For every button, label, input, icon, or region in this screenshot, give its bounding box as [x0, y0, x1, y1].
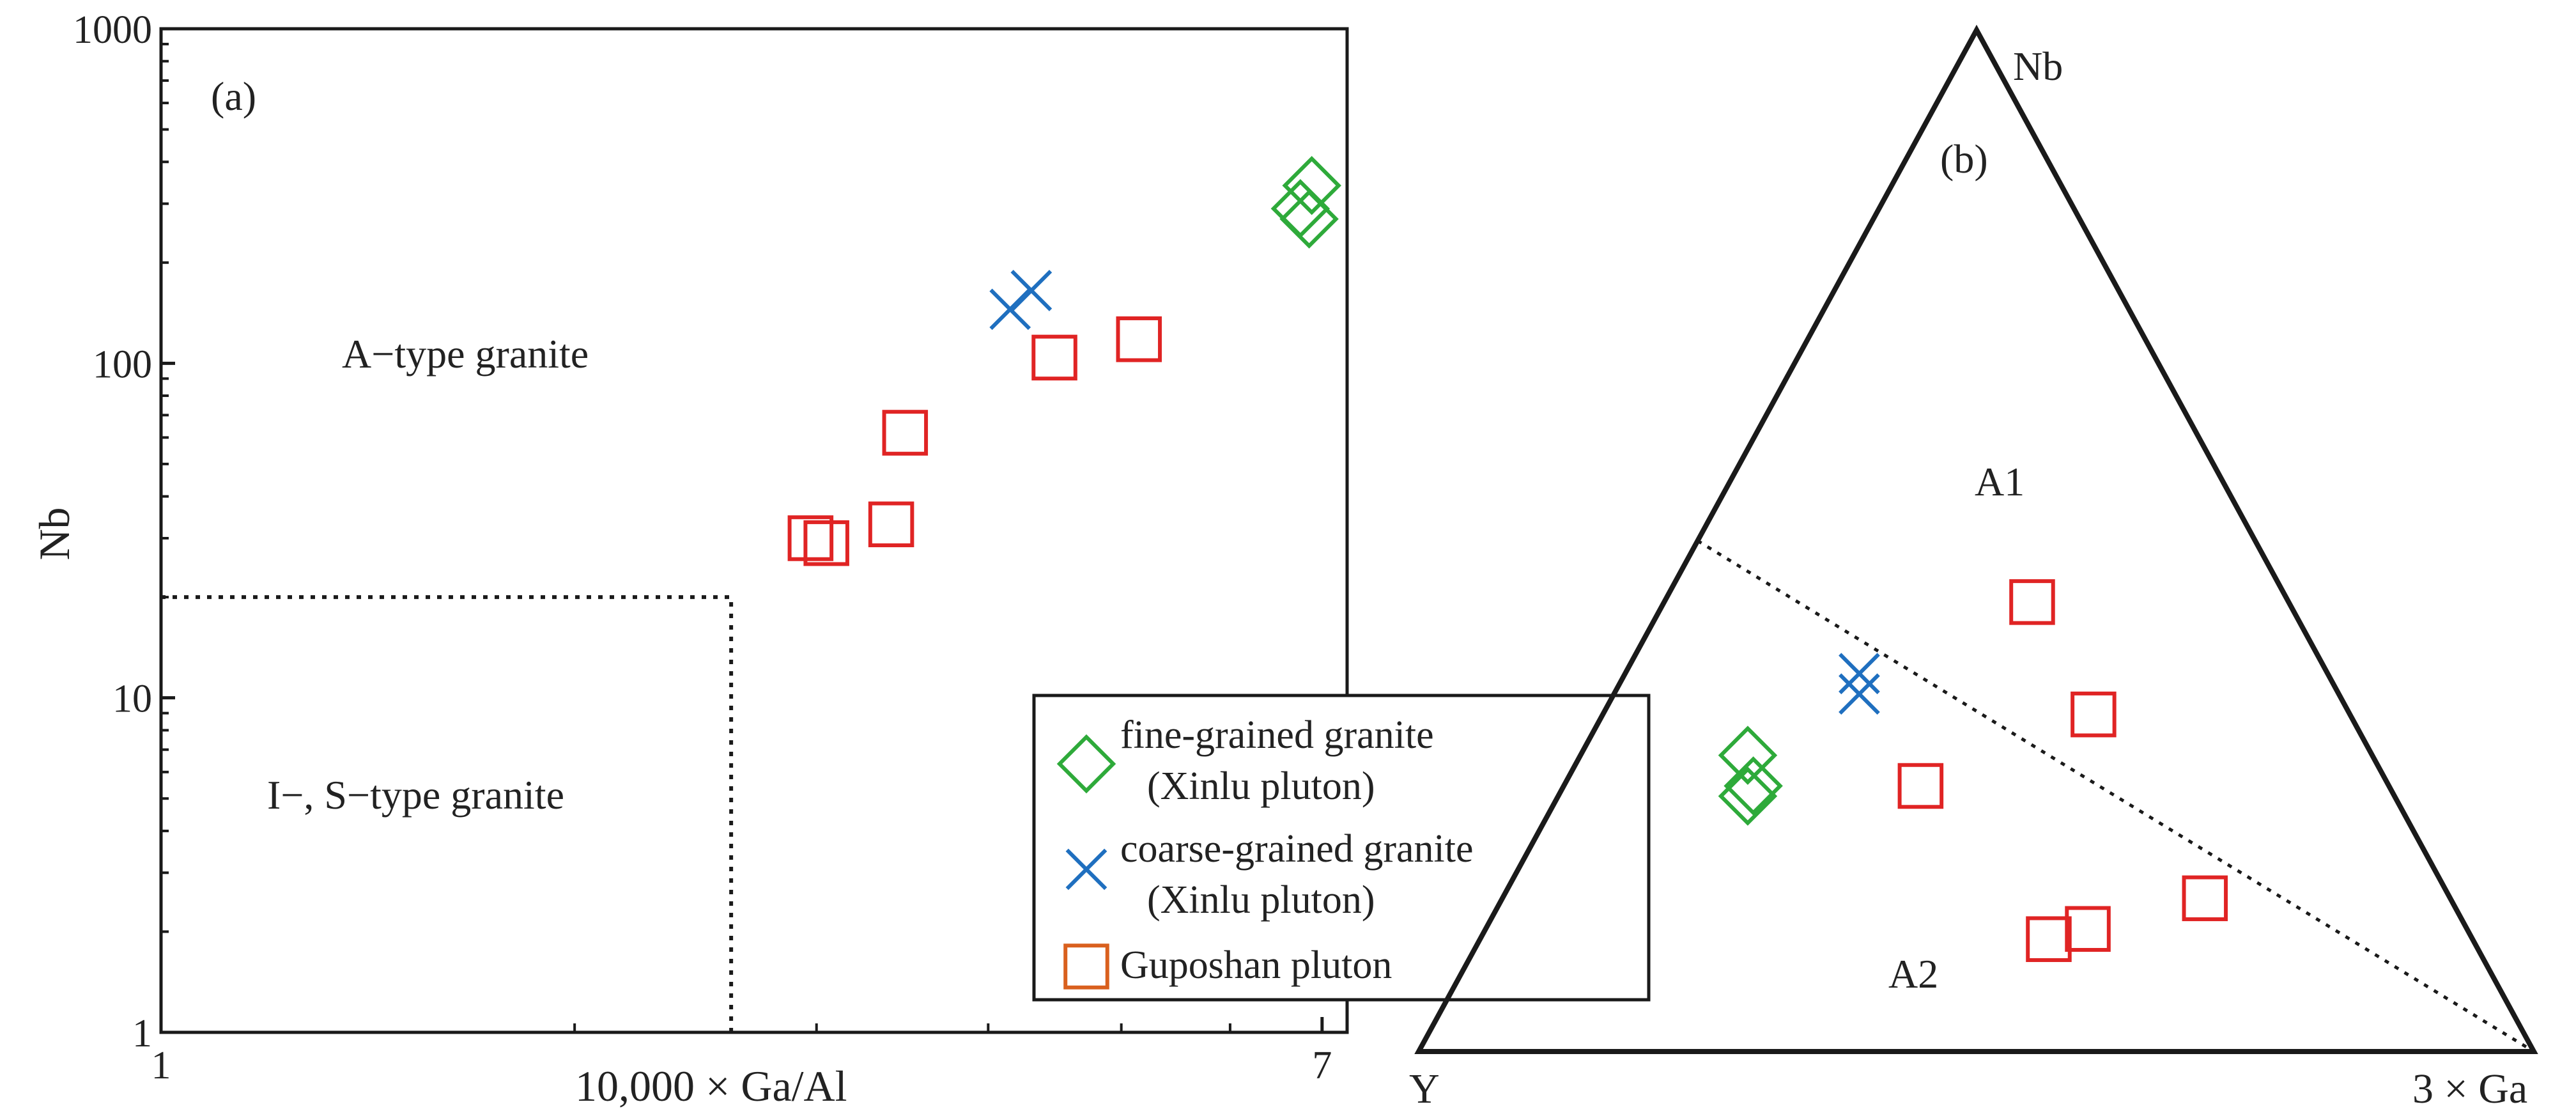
vertex-label-nb: Nb [2013, 43, 2063, 89]
legend-coarse-line2: (Xinlu pluton) [1147, 878, 1375, 922]
region-label-a-type: A−type granite [342, 331, 589, 377]
square-marker [868, 501, 914, 548]
panel-a-label: (a) [211, 74, 256, 119]
x-marker [1839, 673, 1880, 715]
diamond-marker [1270, 179, 1330, 238]
square-marker [803, 520, 849, 566]
square-marker [2065, 906, 2111, 952]
x-marker [1839, 653, 1880, 695]
legend-markers [1056, 734, 1116, 990]
legend-x-marker [1065, 848, 1107, 890]
diamond-marker [1718, 726, 1778, 785]
legend-guposhan: Guposhan pluton [1120, 943, 1392, 987]
x-marker [1010, 270, 1053, 311]
vertex-label-3ga: 3 × Ga [2412, 1066, 2527, 1112]
region-boundary-dotted [1697, 539, 2535, 1053]
square-marker [787, 515, 834, 561]
square-marker [2009, 579, 2055, 625]
panel-a-log-plot: 1 10 100 1000 1 7 (a) A−type granite I−, S−ty… [30, 8, 1651, 1110]
region-label-a2: A2 [1888, 951, 1938, 997]
y-tick-label: 1000 [73, 8, 152, 52]
square-marker [882, 410, 929, 456]
x-tick-label: 7 [1312, 1044, 1332, 1087]
legend-coarse-line1: coarse-grained granite [1120, 827, 1474, 871]
legend: fine-grained granite (Xinlu pluton) coar… [1032, 694, 1651, 1002]
legend-fine-line1: fine-grained granite [1120, 713, 1434, 757]
vertex-label-y: Y [1409, 1066, 1440, 1112]
diamond-marker [1279, 189, 1339, 249]
square-marker [2182, 875, 2228, 922]
square-marker [2026, 916, 2072, 962]
y-tick-label: 10 [112, 678, 152, 721]
legend-square-marker [1063, 943, 1109, 990]
square-marker [2071, 691, 2117, 738]
region-label-i-s-type: I−, S−type granite [267, 772, 564, 818]
legend-fine-line2: (Xinlu pluton) [1147, 765, 1375, 808]
plot-frame [159, 27, 1349, 1034]
y-axis-label: Nb [30, 507, 79, 560]
legend-diamond-marker [1056, 734, 1116, 794]
panel-b-ternary-plot: Nb Y 3 × Ga (b) A1 A2 [1409, 24, 2538, 1112]
diamond-marker [1724, 756, 1783, 816]
y-tick-label: 100 [93, 343, 152, 386]
square-marker [1116, 316, 1162, 362]
region-label-a1: A1 [1975, 459, 2025, 504]
y-tick-label: 1 [132, 1012, 152, 1055]
axis-tick-labels: 1 10 100 1000 1 7 [73, 8, 1332, 1087]
legend-box [1032, 694, 1651, 1002]
diamond-marker [1282, 155, 1341, 215]
square-marker [1897, 763, 1944, 809]
data-points [787, 155, 1341, 566]
square-marker [1031, 334, 1077, 381]
diamond-marker [1718, 766, 1778, 826]
panel-b-label: (b) [1940, 136, 1988, 182]
data-points [1718, 579, 2228, 962]
x-axis-label: 10,000 × Ga/Al [575, 1062, 847, 1110]
x-tick-label: 1 [151, 1044, 171, 1087]
